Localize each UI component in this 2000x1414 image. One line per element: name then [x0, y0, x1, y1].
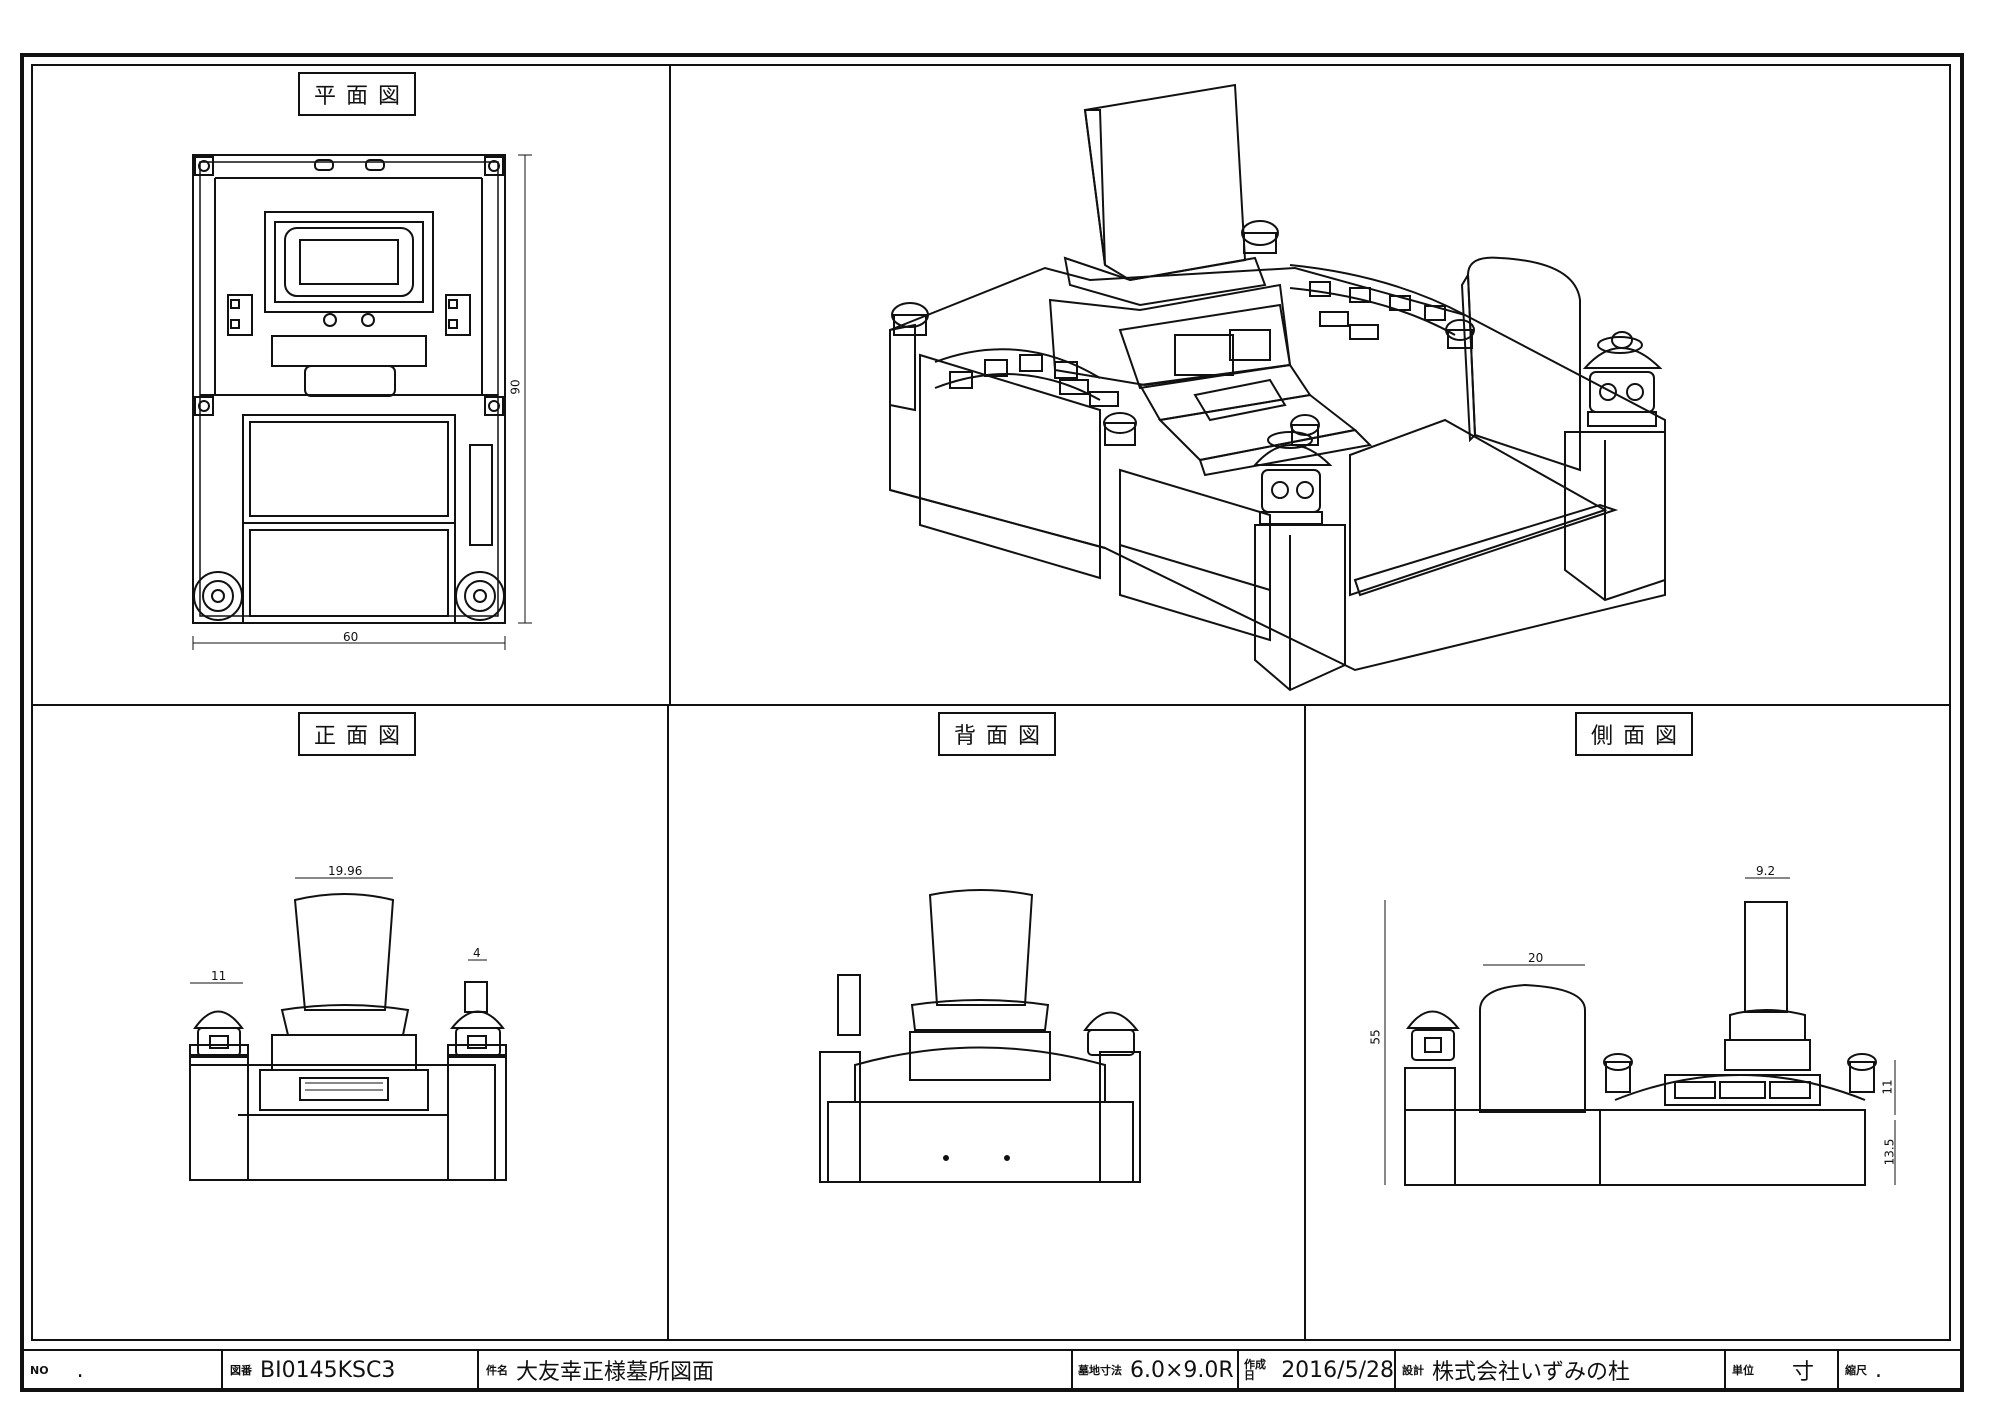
title-no-label: NO — [30, 1363, 49, 1377]
title-scale-cell: 縮尺 . — [1845, 1352, 1955, 1388]
title-designer: 株式会社いずみの杜 — [1432, 1360, 1631, 1385]
plan-view-label: 平面図 — [298, 72, 416, 116]
outer-border — [20, 53, 1964, 1392]
front-left-dim: 11 — [211, 969, 227, 983]
title-date-label: 作成日 — [1244, 1358, 1266, 1382]
side-tablet-dim: 20 — [1528, 951, 1544, 965]
side-view — [1384, 877, 1896, 1186]
title-unit-cell: 単位 寸 — [1732, 1352, 1836, 1388]
back-view — [819, 889, 1141, 1183]
title-unit-label: 単位 — [1732, 1363, 1754, 1377]
title-date: 2016/5/28 — [1281, 1357, 1394, 1383]
title-drawing-no-label: 図番 — [230, 1363, 252, 1377]
title-scale: . — [1875, 1357, 1882, 1383]
side-lower-dim: 13.5 — [1882, 1138, 1897, 1166]
plan-width-dim: 60 — [343, 630, 359, 644]
inner-border — [31, 64, 1951, 1341]
title-designer-cell: 設計 株式会社いずみの杜 — [1402, 1352, 1722, 1388]
title-no-cell: NO . — [30, 1352, 220, 1388]
front-right-dim: 4 — [473, 946, 481, 960]
side-monument-dim: 9.2 — [1756, 864, 1776, 878]
side-height-dim: 55 — [1368, 1029, 1383, 1045]
side-view-label: 側面図 — [1575, 712, 1693, 756]
title-size-cell: 墓地寸法 6.0×9.0R — [1078, 1352, 1236, 1388]
isometric-view — [889, 83, 1666, 692]
title-unit: 寸 — [1792, 1360, 1815, 1385]
title-drawing-no-cell: 図番 BI0145KSC3 — [230, 1352, 475, 1388]
side-upper-dim: 11 — [1880, 1079, 1895, 1095]
title-drawing-no: BI0145KSC3 — [260, 1357, 396, 1383]
title-name-label: 件名 — [486, 1363, 508, 1377]
title-no-value: . — [76, 1357, 84, 1383]
front-top-dim: 19.96 — [328, 864, 363, 878]
front-view-label: 正面図 — [298, 712, 416, 756]
title-size-label: 墓地寸法 — [1078, 1363, 1122, 1377]
title-scale-label: 縮尺 — [1845, 1363, 1867, 1377]
title-date-cell: 作成日 2016/5/28 — [1244, 1352, 1394, 1388]
plan-height-dim: 90 — [508, 379, 523, 395]
back-view-label: 背面図 — [938, 712, 1056, 756]
title-name-cell: 件名 大友幸正様墓所図面 — [486, 1352, 1066, 1388]
front-view — [189, 877, 507, 1181]
title-size: 6.0×9.0R — [1130, 1357, 1234, 1383]
title-name: 大友幸正様墓所図面 — [516, 1360, 715, 1385]
plan-view — [192, 154, 532, 650]
title-designer-label: 設計 — [1402, 1363, 1424, 1377]
